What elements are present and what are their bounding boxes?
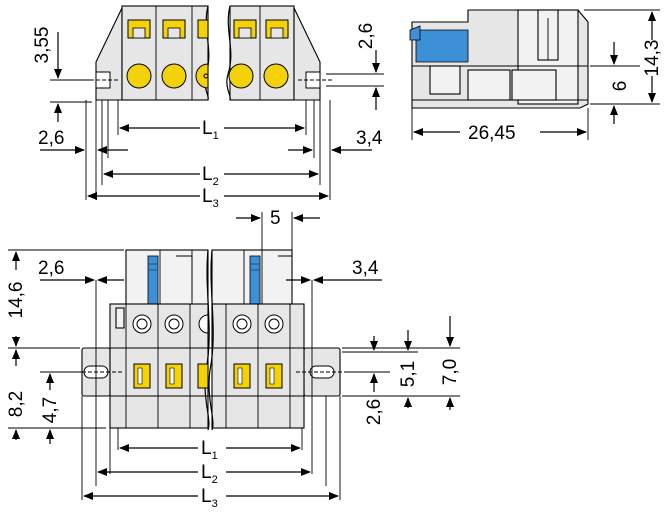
front-dim-offset-right: 3,4 [352, 258, 379, 279]
front-dim-pitch: 5 [270, 208, 281, 229]
front-dim-flange-height: 8,2 [6, 391, 27, 417]
top-dim-height-right: 2,6 [356, 23, 377, 49]
top-dim-height-left: 3,55 [32, 27, 53, 64]
front-contacts [133, 363, 283, 389]
front-l1-label: L1 [201, 438, 218, 462]
side-view: 26,45 14,3 6 [409, 9, 663, 144]
top-l3-label: L3 [202, 186, 219, 210]
top-l2-label: L2 [202, 164, 219, 188]
side-dim-depth: 26,45 [468, 123, 516, 144]
side-dim-height: 14,3 [642, 40, 663, 77]
top-break-line-right [226, 5, 232, 101]
top-round-contacts [126, 63, 289, 89]
front-dim-right-b: 7,0 [440, 359, 461, 385]
top-view: 3,55 2,6 2,6 3,4 L1 L2 L3 [32, 5, 384, 210]
front-dim-hole-height: 4,7 [40, 397, 61, 423]
front-break-line-left [204, 249, 210, 431]
front-dim-offset-left: 2,6 [38, 258, 64, 279]
front-view: 5 2,6 3,4 14,6 8,2 4,7 5,1 [6, 208, 461, 510]
front-l2-label: L2 [201, 462, 218, 486]
side-dim-lower: 6 [610, 81, 631, 92]
front-screws [132, 314, 284, 334]
top-contact-openings [127, 19, 289, 39]
front-l3-label: L3 [201, 486, 218, 510]
front-upper-left [125, 249, 209, 311]
front-dim-right-a: 5,1 [398, 361, 419, 387]
front-dim-right-c: 2,6 [364, 399, 385, 425]
front-dim-total-height: 14,6 [6, 282, 27, 319]
top-l1-label: L1 [202, 118, 219, 142]
front-housing-left [109, 303, 209, 429]
front-break-line-right [208, 249, 214, 431]
top-dim-offset-right: 3,4 [356, 128, 383, 149]
side-lever [415, 29, 469, 63]
top-dim-offset-left: 2,6 [38, 128, 64, 149]
